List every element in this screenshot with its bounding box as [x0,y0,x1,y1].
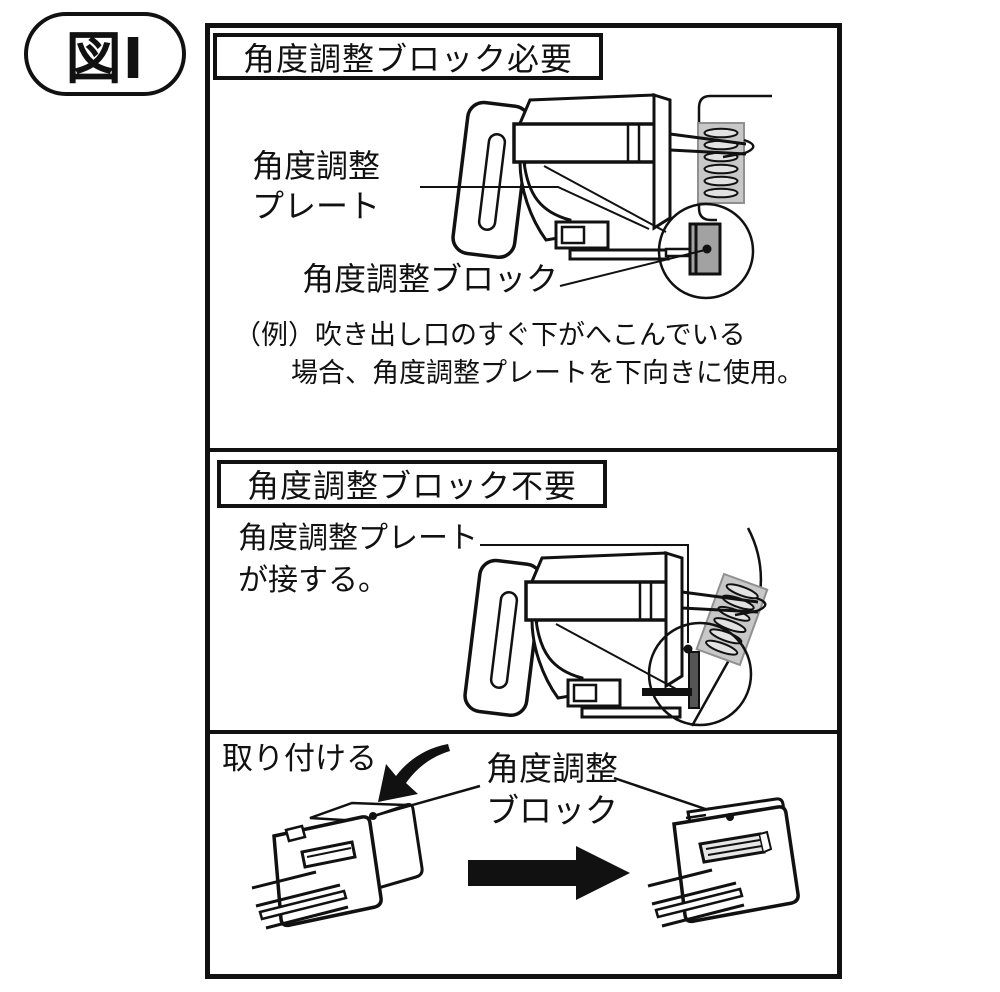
attach-arrow-icon [378,744,450,802]
magnifier-circle [647,621,753,727]
header-block-not-required-label: 角度調整ブロック不要 [246,467,577,505]
section-divider-1 [210,448,837,452]
note-line1: （例）吹き出し口のすぐ下がへこんでいる [234,320,746,351]
leader-dot [702,244,712,254]
note-line2: 場合、角度調整プレートを下向きに使用。 [291,358,804,389]
plate-label-line2: プレート [252,187,381,225]
angle-block-attaching-illustration [251,801,424,930]
plate-leader-line [420,186,650,230]
plate-label-line1: 角度調整 [252,147,381,185]
attach-block-label-line2: ブロック [486,791,618,830]
plate-leader-line [480,544,689,643]
header-block-required-label: 角度調整ブロック必要 [242,39,573,78]
section-not-required-illustration [461,527,769,727]
section-required-illustration [420,93,772,300]
leader-dot [683,644,693,654]
angle-block-attached-illustration [647,797,800,928]
figure-label-badge: 図I [24,12,186,96]
section-attach-illustration [251,744,800,930]
leader-dot [369,812,377,820]
plate-touch-label-line1: 角度調整プレート [238,521,478,556]
block-leader-line [559,249,706,287]
figure-label: 図I [65,26,145,92]
attach-action-label: 取り付ける [222,741,377,777]
block-label: 角度調整ブロック [302,260,559,298]
header-block-not-required: 角度調整ブロック不要 [217,460,607,508]
attach-block-label-line1: 角度調整 [486,749,618,788]
main-frame [205,23,842,979]
angle-plate-edge [688,651,700,709]
section-divider-2 [210,730,837,734]
magnifier-circle [657,202,755,300]
header-block-required: 角度調整ブロック必要 [213,33,603,80]
next-step-arrow-icon [468,846,630,900]
block-leader-line-left [376,784,481,817]
plate-touch-label-line2: が接する。 [238,563,388,598]
leader-dot [726,813,734,821]
